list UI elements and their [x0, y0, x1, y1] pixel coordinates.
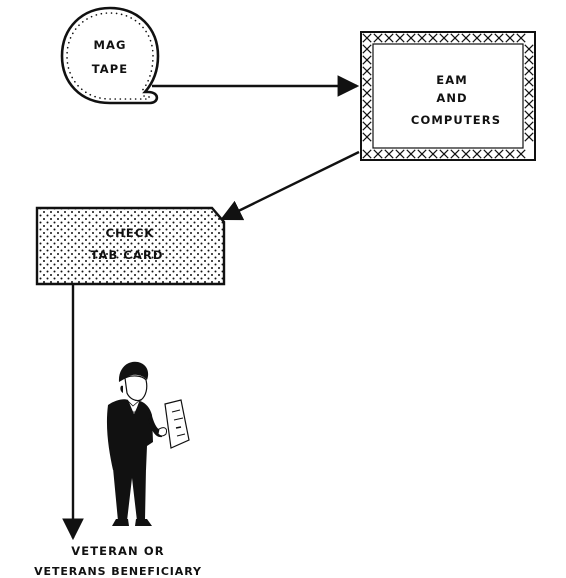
cross-mark [483, 149, 493, 159]
cross-mark [428, 33, 438, 43]
cross-mark [450, 149, 460, 159]
eam-cross-hatch-border [362, 33, 534, 159]
cross-mark [362, 132, 372, 142]
cross-mark [461, 33, 471, 43]
eam-label-line2: AND [436, 91, 467, 105]
cross-mark [516, 33, 526, 43]
check-label-line1: CHECK [106, 226, 155, 240]
cross-mark [516, 149, 526, 159]
mag-tape-node: MAG TAPE [60, 6, 160, 105]
cross-mark [384, 33, 394, 43]
cross-mark [395, 149, 405, 159]
tab-card-shape [35, 206, 226, 286]
cross-mark [417, 149, 427, 159]
cross-mark [373, 33, 383, 43]
cross-mark [524, 88, 534, 98]
arrow-eam-to-card [220, 150, 360, 221]
mag-tape-dotted-border [66, 12, 154, 100]
cross-mark [494, 149, 504, 159]
cross-mark [494, 33, 504, 43]
cross-mark [461, 149, 471, 159]
cross-mark [406, 149, 416, 159]
check-tab-card-node: CHECK TAB CARD [35, 206, 226, 286]
cross-mark [362, 88, 372, 98]
cross-mark [524, 44, 534, 54]
cross-mark [384, 149, 394, 159]
cross-mark [472, 33, 482, 43]
cross-mark [439, 33, 449, 43]
cross-mark [450, 33, 460, 43]
cross-mark [362, 66, 372, 76]
cross-mark [417, 33, 427, 43]
cross-mark [524, 77, 534, 87]
cross-mark [395, 33, 405, 43]
cross-mark [362, 110, 372, 120]
cross-mark [524, 99, 534, 109]
eam-box-inner [372, 43, 524, 149]
eam-label-line3: COMPUTERS [411, 113, 501, 127]
cross-mark [362, 33, 372, 43]
mag-tape-label-line2: TAPE [92, 62, 129, 76]
cross-mark [362, 55, 372, 65]
cross-mark [472, 149, 482, 159]
cross-mark [362, 44, 372, 54]
cross-mark [373, 149, 383, 159]
cross-mark [406, 33, 416, 43]
recipient-label-line1: VETERAN OR [71, 544, 164, 558]
cross-mark [362, 149, 372, 159]
cross-mark [524, 132, 534, 142]
check-label-line2: TAB CARD [90, 248, 163, 262]
cross-mark [362, 77, 372, 87]
cross-mark [428, 149, 438, 159]
cross-mark [505, 149, 515, 159]
cross-mark [505, 33, 515, 43]
cross-mark [524, 66, 534, 76]
cross-mark [362, 99, 372, 109]
eam-computers-node: EAM AND COMPUTERS [360, 31, 536, 161]
cross-mark [483, 33, 493, 43]
cross-mark [524, 55, 534, 65]
cross-mark [524, 121, 534, 131]
mag-tape-shape [60, 6, 160, 105]
mag-tape-label-line1: MAG [93, 38, 126, 52]
cross-mark [362, 121, 372, 131]
cross-mark [524, 110, 534, 120]
eam-label-line1: EAM [436, 73, 468, 87]
man-reading-check-icon [106, 361, 190, 526]
cross-mark [439, 149, 449, 159]
recipient-label-line2: VETERANS BENEFICIARY [34, 565, 202, 578]
